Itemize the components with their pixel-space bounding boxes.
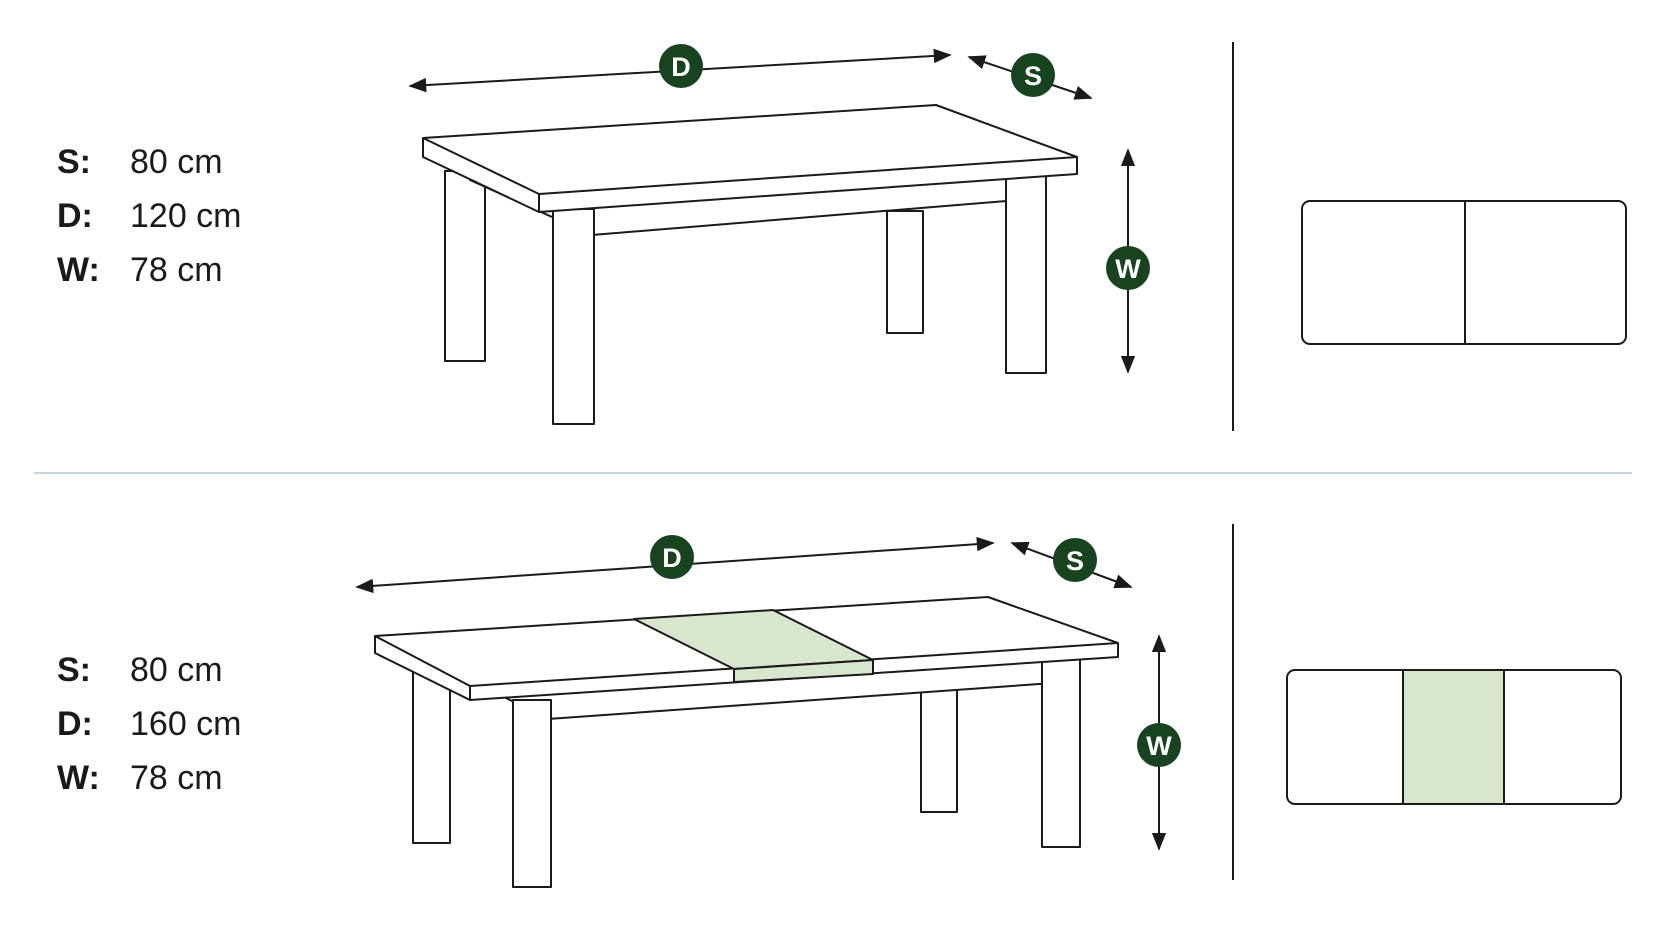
spec-list-compact: S: 80 cm D: 120 cm W: 78 cm [57, 135, 242, 297]
spec-row-depth-s: S: 80 cm [57, 643, 242, 697]
spec-key: S: [57, 142, 91, 181]
table-leg [1005, 171, 1047, 374]
marker-label: D [662, 543, 682, 573]
marker-d: D [650, 535, 694, 579]
marker-label: W [1115, 254, 1141, 284]
spec-row-length-d: D: 160 cm [57, 697, 242, 751]
spec-list-extended: S: 80 cm D: 160 cm W: 78 cm [57, 643, 242, 805]
marker-label: S [1024, 61, 1042, 91]
spec-key: D: [57, 704, 93, 743]
table-leg [886, 210, 924, 334]
table-extended-plan-view [1286, 669, 1622, 805]
table-top [422, 104, 1078, 213]
spec-row-height-w: W: 78 cm [57, 243, 242, 297]
table-leg [444, 170, 486, 362]
table-leg [1041, 657, 1081, 848]
spec-key: S: [57, 650, 91, 689]
marker-label: D [671, 52, 691, 82]
spec-key: W: [57, 250, 100, 289]
marker-w: W [1137, 723, 1181, 767]
table-leg [412, 669, 451, 844]
spec-key: W: [57, 758, 100, 797]
spec-value: 160 cm [130, 704, 242, 743]
marker-w: W [1106, 246, 1150, 290]
spec-row-depth-s: S: 80 cm [57, 135, 242, 189]
spec-value: 78 cm [130, 250, 223, 289]
spec-row-height-w: W: 78 cm [57, 751, 242, 805]
plan-extension-leaf [1402, 669, 1505, 805]
table-extended-perspective [374, 596, 1119, 888]
spec-value: 80 cm [130, 650, 223, 689]
spec-key: D: [57, 196, 93, 235]
table-leg [920, 689, 958, 813]
spec-value: 120 cm [130, 196, 242, 235]
spec-value: 80 cm [130, 142, 223, 181]
table-leg [512, 699, 552, 888]
marker-d: D [659, 44, 703, 88]
spec-value: 78 cm [130, 758, 223, 797]
marker-s: S [1011, 53, 1055, 97]
extension-leaf-edge [733, 659, 874, 683]
table-compact-plan-view [1301, 200, 1627, 345]
table-leg [552, 208, 595, 425]
marker-label: S [1066, 546, 1084, 576]
spec-row-length-d: D: 120 cm [57, 189, 242, 243]
marker-label: W [1146, 731, 1172, 761]
marker-s: S [1053, 538, 1097, 582]
table-compact-perspective [422, 104, 1078, 425]
